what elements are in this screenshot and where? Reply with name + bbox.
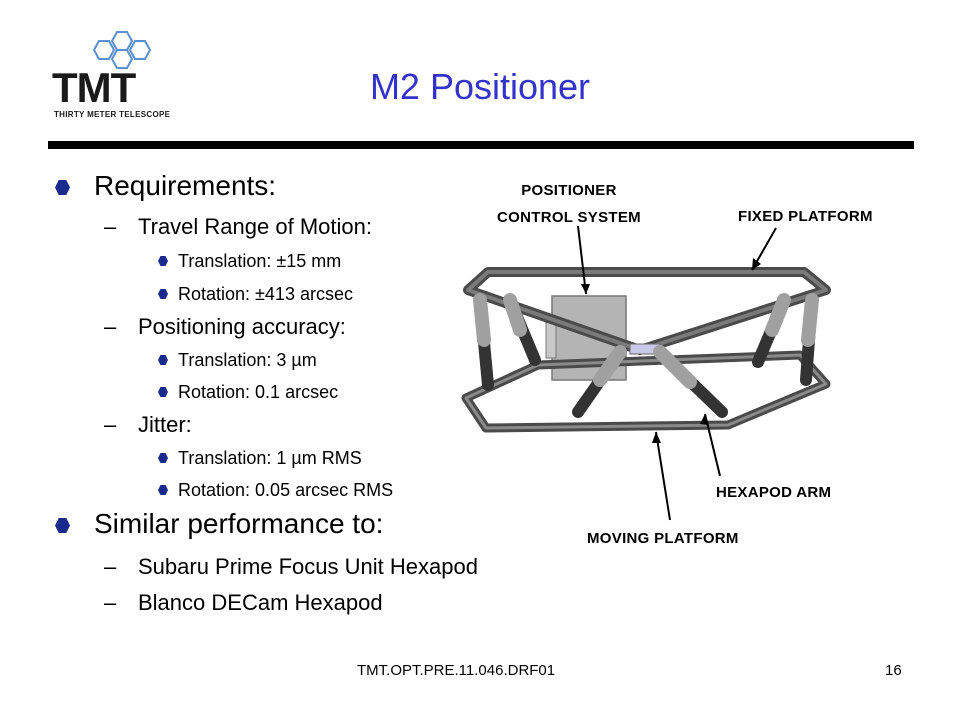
tmt-logo: TMT THIRTY METER TELESCOPE	[48, 30, 188, 130]
bullet-accuracy: – Positioning accuracy:	[104, 314, 346, 339]
bullet-jitter-translation: Translation: 1 µm RMS	[158, 448, 362, 469]
hexagon-mirror-icon	[92, 31, 152, 69]
dash-bullet-icon: –	[104, 314, 117, 339]
bullet-travel-translation: Translation: ±15 mm	[158, 251, 341, 272]
logo-wordmark: TMT	[52, 64, 136, 111]
hexapod-diagram	[461, 267, 831, 433]
hexagon-bullet-icon	[158, 387, 168, 397]
label-fixed-platform: FIXED PLATFORM	[738, 208, 873, 225]
hexagon-bullet-icon	[158, 289, 168, 299]
logo-subtitle: THIRTY METER TELESCOPE	[54, 110, 171, 119]
title-divider	[48, 141, 914, 149]
bullet-travel: – Travel Range of Motion:	[104, 214, 372, 239]
bullet-subaru: – Subaru Prime Focus Unit Hexapod	[104, 554, 478, 579]
label-moving-platform: MOVING PLATFORM	[587, 530, 739, 547]
page-title: M2 Positioner	[369, 66, 591, 107]
hexapod-legs	[473, 293, 819, 418]
bullet-requirements: Requirements:	[55, 170, 276, 202]
bullet-similar: Similar performance to:	[55, 508, 383, 540]
bullet-blanco: – Blanco DECam Hexapod	[104, 590, 383, 615]
dash-bullet-icon: –	[104, 590, 117, 615]
footer-document-id: TMT.OPT.PRE.11.046.DRF01	[357, 662, 556, 679]
bullet-accuracy-translation: Translation: 3 µm	[158, 350, 317, 371]
moving-platform-frame	[461, 350, 831, 433]
label-hexapod-arm: HEXAPOD ARM	[716, 484, 832, 501]
bullet-travel-rotation: Rotation: ±413 arcsec	[158, 284, 353, 305]
dash-bullet-icon: –	[104, 412, 117, 437]
hexagon-bullet-icon	[55, 518, 70, 533]
footer-page-number: 16	[885, 662, 902, 679]
hexagon-bullet-icon	[158, 256, 168, 266]
bullet-accuracy-rotation: Rotation: 0.1 arcsec	[158, 382, 338, 403]
hexagon-bullet-icon	[158, 355, 168, 365]
hexagon-bullet-icon	[158, 485, 168, 495]
dash-bullet-icon: –	[104, 554, 117, 579]
label-positioner-control-system: POSITIONER CONTROL SYSTEM	[497, 182, 641, 226]
dash-bullet-icon: –	[104, 214, 117, 239]
bullet-jitter: – Jitter:	[104, 412, 192, 437]
bullet-jitter-rotation: Rotation: 0.05 arcsec RMS	[158, 480, 393, 501]
pointer-moving-platform	[655, 431, 671, 521]
hexagon-bullet-icon	[55, 180, 70, 195]
hexagon-bullet-icon	[158, 453, 168, 463]
